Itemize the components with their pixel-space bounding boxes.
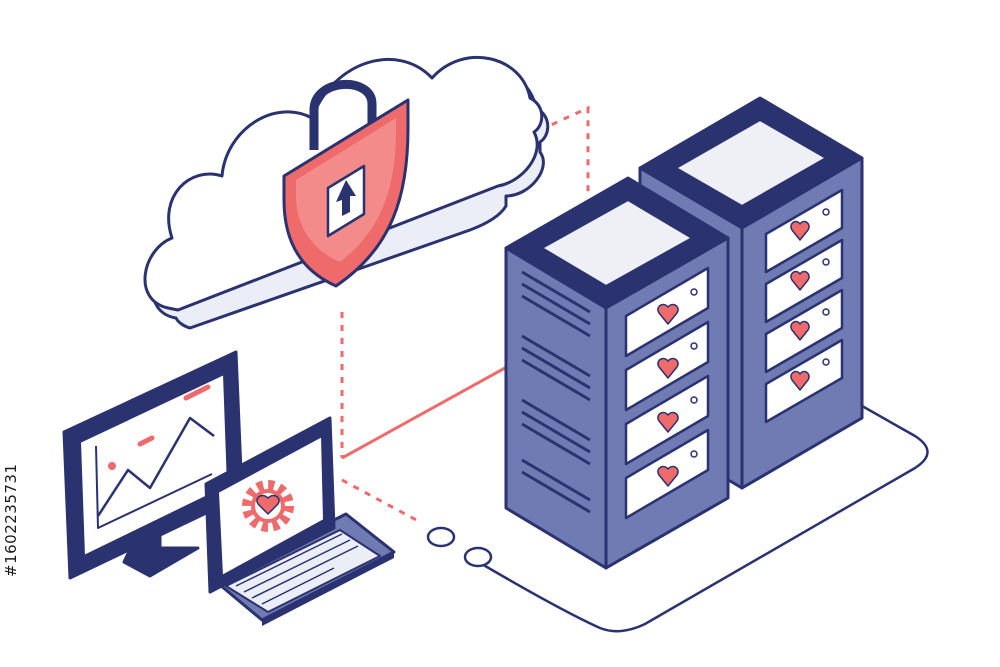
chart-axis	[95, 445, 213, 529]
platform-outline	[474, 400, 929, 633]
cloud-to-server-link	[539, 105, 590, 196]
vent-slots	[521, 270, 591, 514]
laptop-icon	[204, 416, 396, 626]
server-rack-front	[504, 176, 730, 570]
heart-icon	[657, 357, 679, 379]
arrow-up-icon	[336, 180, 356, 216]
chart-icon	[95, 384, 215, 529]
heart-icon	[790, 220, 810, 241]
gear-icon	[242, 480, 294, 532]
keyboard-keys	[235, 533, 359, 605]
heart-icon	[790, 270, 810, 291]
laptop-to-server-link	[341, 366, 506, 460]
heart-icon	[657, 303, 679, 325]
drive-bays	[624, 266, 710, 520]
connector-ports	[426, 526, 493, 568]
heart-icon	[790, 370, 810, 391]
chart-line	[96, 416, 215, 517]
lock-shackle	[309, 79, 377, 150]
stock-id-watermark: #1602235731	[2, 463, 20, 577]
laptop-to-port-link	[341, 478, 421, 524]
padlock-shield-icon	[282, 79, 410, 288]
heart-icon	[657, 411, 679, 433]
connection-lines	[340, 105, 590, 524]
drive-bays	[764, 188, 844, 424]
port-icon	[463, 546, 493, 568]
heart-icon	[790, 320, 810, 341]
heart-icon	[657, 465, 679, 487]
server-rack-icon	[504, 96, 864, 570]
heart-icon	[256, 494, 280, 515]
port-icon	[426, 526, 456, 548]
desktop-monitor-icon	[62, 350, 244, 580]
